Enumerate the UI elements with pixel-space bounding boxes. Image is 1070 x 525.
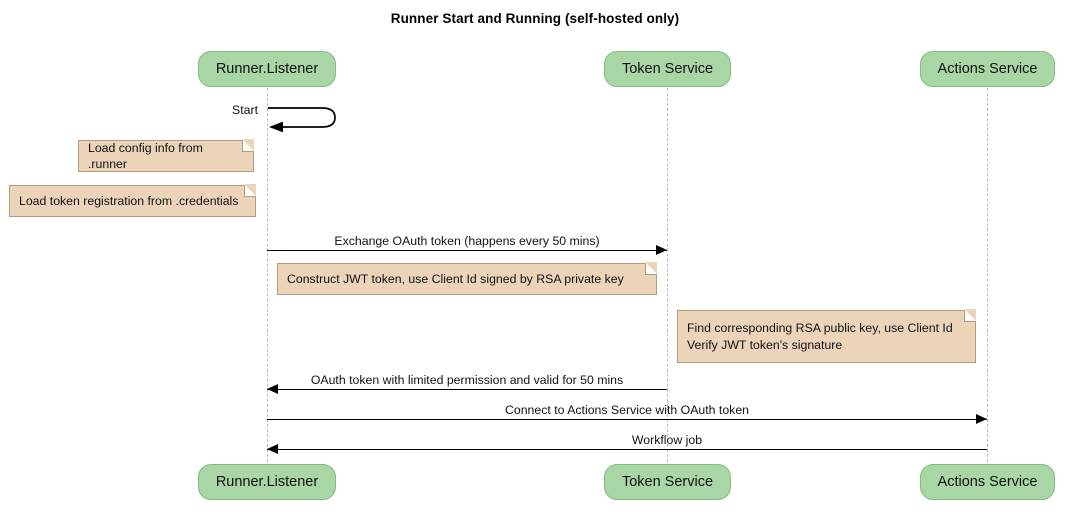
note-load-config: Load config info from .runner xyxy=(78,139,254,172)
message-exchange-oauth-arrowhead xyxy=(656,244,667,255)
message-exchange-oauth-line xyxy=(267,250,667,251)
lifeline-token xyxy=(667,88,668,462)
message-exchange-oauth-label: Exchange OAuth token (happens every 50 m… xyxy=(334,234,600,248)
message-workflow-job-line xyxy=(267,449,987,450)
note-load-config-text: Load config info from .runner xyxy=(88,140,203,171)
note-load-token-registration-text: Load token registration from .credential… xyxy=(19,193,239,208)
message-oauth-returned-line xyxy=(267,389,667,390)
self-message-start-path xyxy=(268,107,336,133)
participant-token-top[interactable]: Token Service xyxy=(604,51,731,87)
participant-actions-top-label: Actions Service xyxy=(937,61,1038,77)
lifeline-actions xyxy=(987,88,988,462)
note-construct-jwt-text: Construct JWT token, use Client Id signe… xyxy=(287,271,624,286)
participant-token-top-label: Token Service xyxy=(621,61,714,77)
note-fold-corner-icon xyxy=(964,309,976,322)
participant-actions-bottom-label: Actions Service xyxy=(937,474,1038,490)
note-load-token-registration: Load token registration from .credential… xyxy=(9,184,256,217)
lifeline-runner xyxy=(267,88,268,462)
message-workflow-job-arrowhead xyxy=(267,443,278,454)
message-oauth-returned-label: OAuth token with limited permission and … xyxy=(310,373,624,387)
message-connect-actions-line xyxy=(267,419,987,420)
note-verify-jwt: Find corresponding RSA public key, use C… xyxy=(677,309,976,363)
message-connect-actions-arrowhead xyxy=(976,413,987,424)
note-construct-jwt: Construct JWT token, use Client Id signe… xyxy=(277,262,657,295)
note-fold-corner-icon xyxy=(242,139,254,152)
self-message-start xyxy=(267,103,347,135)
message-connect-actions-label: Connect to Actions Service with OAuth to… xyxy=(504,403,750,417)
participant-runner-bottom[interactable]: Runner.Listener xyxy=(198,464,336,500)
participant-token-bottom-label: Token Service xyxy=(621,474,714,490)
message-oauth-returned-arrowhead xyxy=(267,383,278,394)
participant-runner-top[interactable]: Runner.Listener xyxy=(198,51,336,87)
message-workflow-job-label: Workflow job xyxy=(631,433,703,447)
note-fold-corner-icon xyxy=(244,184,256,197)
page-title: Runner Start and Running (self-hosted on… xyxy=(390,11,680,26)
participant-runner-bottom-label: Runner.Listener xyxy=(215,474,319,490)
self-message-start-label: Start xyxy=(232,103,258,117)
note-verify-jwt-text: Find corresponding RSA public key, use C… xyxy=(687,321,953,352)
participant-runner-top-label: Runner.Listener xyxy=(215,61,319,77)
participant-actions-top[interactable]: Actions Service xyxy=(920,51,1055,87)
note-fold-corner-icon xyxy=(645,262,657,275)
participant-actions-bottom[interactable]: Actions Service xyxy=(920,464,1055,500)
participant-token-bottom[interactable]: Token Service xyxy=(604,464,731,500)
